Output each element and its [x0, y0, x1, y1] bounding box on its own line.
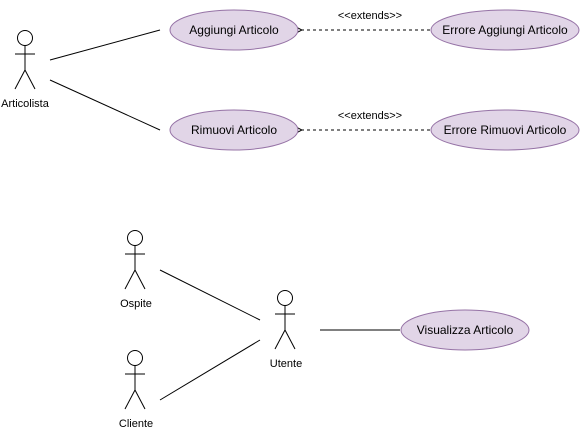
association-cliente-utente — [159, 339, 261, 401]
use-case-label: Visualizza Articolo — [417, 323, 514, 337]
stick-figure-icon — [14, 30, 36, 90]
actor-articolista[interactable]: Articolista — [1, 30, 50, 111]
stick-figure-icon — [124, 350, 146, 410]
extends-label-top: <<extends>> — [338, 10, 402, 22]
use-case-label: Errore Aggiungi Articolo — [442, 23, 568, 37]
use-case-errore-rimuovi-articolo[interactable]: Errore Rimuovi Articolo — [430, 109, 580, 151]
actor-label: Articolista — [1, 98, 50, 110]
use-case-rimuovi-articolo[interactable]: Rimuovi Articolo — [169, 109, 299, 151]
association-ospite-utente — [159, 269, 261, 321]
actor-label: Utente — [270, 358, 302, 370]
actor-cliente[interactable]: Cliente — [119, 350, 153, 431]
association-articolista-rimuovi — [49, 79, 161, 131]
extends-label-bottom: <<extends>> — [338, 110, 402, 122]
actor-utente[interactable]: Utente — [270, 290, 302, 371]
use-case-visualizza-articolo[interactable]: Visualizza Articolo — [400, 309, 530, 351]
actor-ospite[interactable]: Ospite — [120, 230, 152, 311]
actor-label: Cliente — [119, 418, 153, 430]
stick-figure-icon — [124, 230, 146, 290]
use-case-label: Rimuovi Articolo — [191, 123, 277, 137]
use-case-label: Aggiungi Articolo — [189, 23, 279, 37]
use-case-aggiungi-articolo[interactable]: Aggiungi Articolo — [169, 9, 299, 51]
association-articolista-aggiungi — [49, 29, 161, 61]
stick-figure-icon — [274, 290, 296, 350]
use-case-errore-aggiungi-articolo[interactable]: Errore Aggiungi Articolo — [430, 9, 580, 51]
use-case-label: Errore Rimuovi Articolo — [444, 123, 567, 137]
actor-label: Ospite — [120, 298, 152, 310]
